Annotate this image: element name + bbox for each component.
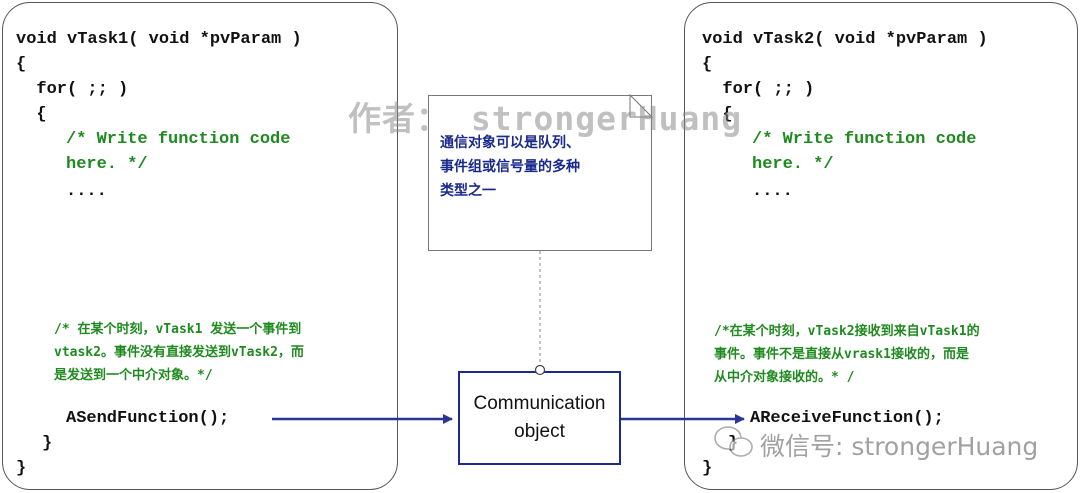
note-line-1: 通信对象可以是队列、	[440, 135, 580, 151]
task1-loop-open-brace: {	[16, 105, 47, 124]
task1-signature: void vTask1( void *pvParam )	[16, 30, 302, 49]
task2-cn-comment-2: 事件。事件不是直接从vrask1接收的，而是	[714, 347, 969, 362]
task1-ellipsis: ....	[66, 182, 107, 201]
task2-ellipsis: ....	[752, 182, 793, 201]
task1-cn-comment-3: 是发送到一个中介对象。*/	[54, 368, 213, 383]
note-link-endpoint	[534, 364, 546, 376]
task2-panel	[684, 2, 1078, 490]
note-text: 通信对象可以是队列、事件组或信号量的多种类型之一	[440, 131, 640, 203]
note-line-2: 事件组或信号量的多种	[440, 159, 580, 175]
task1-panel	[2, 2, 398, 490]
task2-loop-open-brace: {	[702, 105, 733, 124]
task2-for-loop: for( ;; )	[702, 80, 815, 99]
task1-for-loop: for( ;; )	[16, 80, 129, 99]
comm-label-line-1: Communication	[473, 393, 606, 414]
task1-cn-comment-2: vtask2。事件没有直接发送到vTask2，而	[54, 345, 304, 360]
watermark-author: 作者： strongerHuang	[348, 99, 743, 138]
task2-comment-line-1: /* Write function code	[752, 130, 977, 149]
task1-open-brace: {	[16, 55, 27, 74]
task2-open-brace: {	[702, 55, 713, 74]
task2-cn-comment-1: /*在某个时刻，vTask2接收到来自vTask1的	[714, 324, 980, 339]
task1-loop-close-brace: }	[42, 434, 53, 453]
note-line-3: 类型之一	[440, 183, 496, 199]
communication-object-label: Communication object	[458, 390, 621, 446]
comm-label-line-2: object	[514, 421, 565, 442]
note-fold-corner	[629, 93, 654, 118]
task1-send-call: ASendFunction();	[66, 409, 230, 428]
watermark-wechat: 微信号: strongerHuang	[760, 432, 1039, 461]
task1-comment-line-2: here. */	[66, 155, 148, 174]
task1-cn-comment-1: /* 在某个时刻，vTask1 发送一个事件到	[54, 322, 302, 337]
note-box	[428, 95, 652, 251]
task2-close-brace: }	[702, 459, 713, 478]
task1-comment-line-1: /* Write function code	[66, 130, 291, 149]
communication-object-box	[458, 371, 621, 465]
task2-cn-comment-3: 从中介对象接收的。* /	[714, 370, 855, 385]
task2-receive-call: AReceiveFunction();	[750, 409, 944, 428]
task2-signature: void vTask2( void *pvParam )	[702, 30, 988, 49]
task2-comment-line-2: here. */	[752, 155, 834, 174]
task1-close-brace: }	[16, 459, 27, 478]
wechat-icon	[714, 426, 753, 457]
